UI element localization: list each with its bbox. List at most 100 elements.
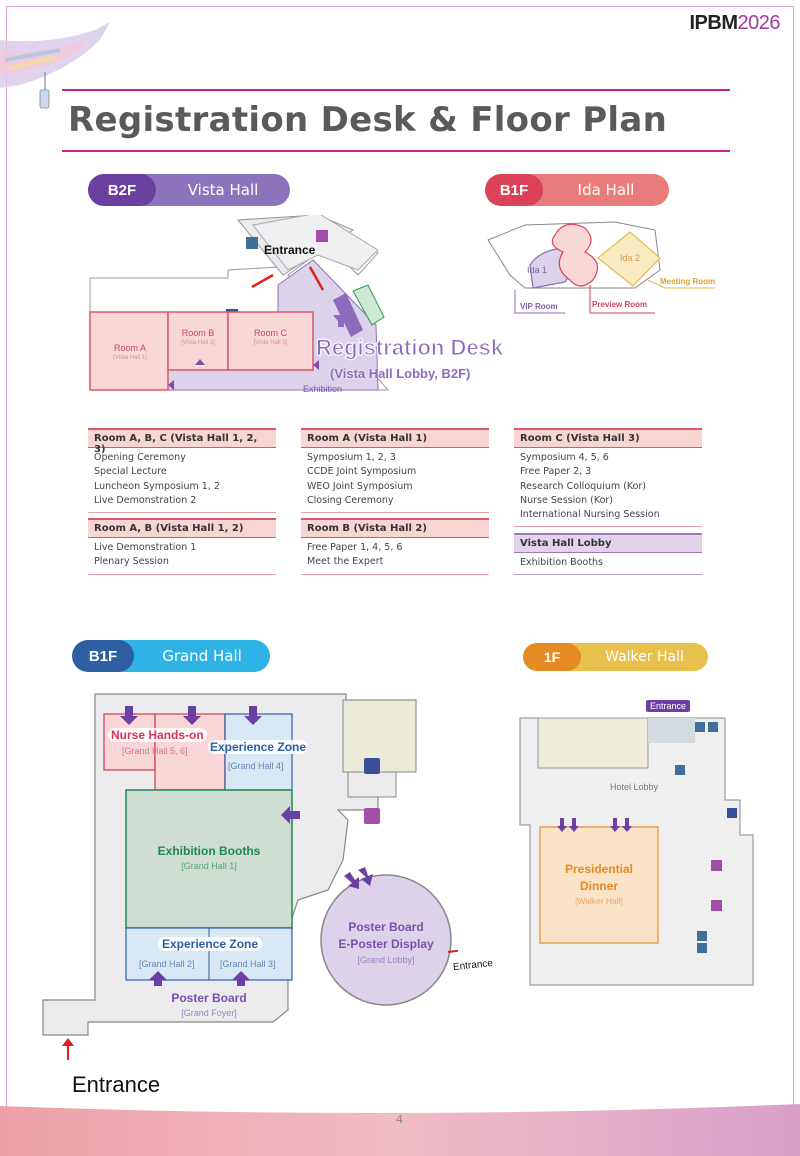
nurse-hands-on-sublabel: [Grand Hall 5, 6]: [122, 746, 188, 756]
room-c-sublabel: [Vista Hall 3]: [253, 340, 288, 346]
hall-name: Vista Hall: [187, 181, 259, 199]
grand-hall-2-label: [Grand Hall 2]: [139, 959, 195, 969]
list-item: Symposium 4, 5, 6: [520, 452, 609, 463]
hall-name: Grand Hall: [162, 647, 242, 665]
entrance-arrow: [447, 949, 458, 953]
preview-room-label: Preview Room: [592, 300, 648, 309]
floor-label: 1F: [523, 643, 581, 671]
table-body: Free Paper 1, 4, 5, 6 Meet the Expert: [301, 538, 489, 575]
list-item: Special Lecture: [94, 466, 167, 478]
direction-arrows: [120, 706, 373, 986]
restroom-women-icon: [711, 860, 722, 871]
walker-hall-pill: 1F Walker Hall: [523, 643, 708, 671]
poster-lobby-sublabel: [Grand Lobby]: [357, 955, 415, 965]
registration-desk-label: Registration Desk: [315, 335, 504, 361]
vip-room-label: VIP Room: [520, 302, 558, 311]
poster-lobby-label: Poster Board: [348, 920, 424, 934]
room-b-label: Room B: [181, 328, 215, 338]
elevator-icon: [695, 722, 705, 732]
ida-hall-pill: B1F Ida Hall: [485, 174, 669, 206]
page-title: Registration Desk & Floor Plan: [68, 100, 668, 140]
ida2-label: Ida 2: [620, 253, 641, 263]
floor-label: B1F: [485, 174, 543, 206]
schedule-table: Vista Hall Lobby Exhibition Booths: [514, 533, 702, 576]
elevator-icon: [708, 722, 718, 732]
table-header: Vista Hall Lobby: [514, 533, 702, 553]
list-item: WEO Joint Symposium: [307, 480, 413, 492]
list-item: Opening Ceremony: [94, 452, 186, 463]
exhibition-booths-label: Exhibition Booths: [157, 844, 261, 858]
experience-zone-top-label: Experience Zone: [208, 740, 309, 754]
table-body: Symposium 4, 5, 6 Free Paper 2, 3 Resear…: [514, 448, 702, 528]
registration-desk-sublabel: (Vista Hall Lobby, B2F): [330, 366, 471, 381]
schedule-table: Room A, B, C (Vista Hall 1, 2, 3) Openin…: [88, 428, 276, 514]
restroom-men-icon: [727, 808, 737, 818]
elevator-icon: [675, 765, 685, 775]
hall-name: Walker Hall: [605, 649, 684, 665]
poster-board-foyer-sublabel: [Grand Foyer]: [181, 1008, 237, 1018]
ida1-label: Ida 1: [527, 265, 548, 275]
table-header: Room A, B, C (Vista Hall 1, 2, 3): [88, 428, 276, 455]
entrance-main-label: Entrance: [72, 1072, 161, 1097]
walker-hall-map: [519, 717, 754, 986]
grand-hall-map: [42, 693, 458, 1060]
page-number: 4: [396, 1113, 403, 1126]
list-item: Luncheon Symposium 1, 2: [94, 480, 220, 492]
list-item: Nurse Session (Kor): [520, 494, 614, 506]
restroom-women-icon: [316, 230, 328, 242]
grand-hall-3-label: [Grand Hall 3]: [220, 959, 276, 969]
list-item: Exhibition Booths: [520, 557, 604, 568]
walker-hall-sublabel: [Walker Hall]: [575, 896, 623, 906]
elevator-icon: [697, 931, 707, 941]
table-header: Room A, B (Vista Hall 1, 2): [88, 518, 276, 538]
table-header: Room C (Vista Hall 3): [514, 428, 702, 448]
hall-name: Ida Hall: [577, 181, 635, 199]
restroom-women-icon: [711, 900, 722, 911]
list-item: International Nursing Session: [520, 509, 660, 521]
grand-hall-pill: B1F Grand Hall: [72, 640, 270, 672]
list-item: CCDE Joint Symposium: [307, 466, 417, 478]
poster-board-foyer-label: Poster Board: [171, 991, 247, 1005]
footer-gradient-band: [0, 1104, 800, 1156]
direction-arrows: [557, 818, 632, 832]
exhibition-label: Exhibition: [303, 384, 343, 394]
schedule-table: Room C (Vista Hall 3) Symposium 4, 5, 6 …: [514, 428, 702, 528]
e-poster-label: E-Poster Display: [338, 937, 434, 951]
presidential-dinner-label: Presidential: [564, 862, 634, 876]
restroom-women-icon: [364, 808, 380, 824]
walker-entrance-label: Entrance: [646, 700, 691, 712]
traditional-roof-decoration: [0, 22, 110, 109]
title-rule-bottom: [62, 150, 730, 152]
experience-zone-top-sublabel: [Grand Hall 4]: [228, 761, 284, 771]
elevator-icon: [246, 237, 258, 249]
list-item: Plenary Session: [94, 556, 169, 568]
table-body: Exhibition Booths: [514, 553, 702, 576]
vista-hall-map: [89, 215, 390, 391]
entrance-label: Entrance: [264, 243, 316, 257]
elevator-icon: [697, 943, 707, 953]
room-a-sublabel: [Vista Hall 1]: [113, 355, 147, 361]
room-c-label: Room C: [253, 328, 287, 338]
list-item: Live Demonstration 1: [94, 542, 197, 553]
vista-hall-pill: B2F Vista Hall: [88, 174, 290, 206]
list-item: Symposium 1, 2, 3: [307, 452, 396, 463]
table-header: Room A (Vista Hall 1): [301, 428, 489, 448]
dinner-label: Dinner: [579, 879, 618, 893]
nurse-hands-on-label: Nurse Hands-on: [108, 728, 207, 742]
list-item: Meet the Expert: [307, 556, 384, 568]
logo-year: 2026: [737, 12, 781, 34]
table-header: Room B (Vista Hall 2): [301, 518, 489, 538]
logo-text: IPBM: [689, 12, 739, 34]
table-body: Opening Ceremony Special Lecture Luncheo…: [88, 448, 276, 514]
list-item: Free Paper 1, 4, 5, 6: [307, 542, 403, 553]
experience-zone-bottom-label: Experience Zone: [158, 937, 263, 951]
entrance-arrow: [308, 266, 325, 291]
schedule-table: Room A (Vista Hall 1) Symposium 1, 2, 3 …: [301, 428, 489, 514]
table-body: Live Demonstration 1 Plenary Session: [88, 538, 276, 575]
ida-hall-map: [487, 221, 715, 314]
exhibition-booths-sublabel: [Grand Hall 1]: [181, 861, 237, 871]
list-item: Free Paper 2, 3: [520, 466, 592, 478]
restroom-men-icon: [364, 758, 380, 774]
list-item: Research Colloquium (Kor): [520, 480, 647, 492]
schedule-table: Room B (Vista Hall 2) Free Paper 1, 4, 5…: [301, 518, 489, 575]
